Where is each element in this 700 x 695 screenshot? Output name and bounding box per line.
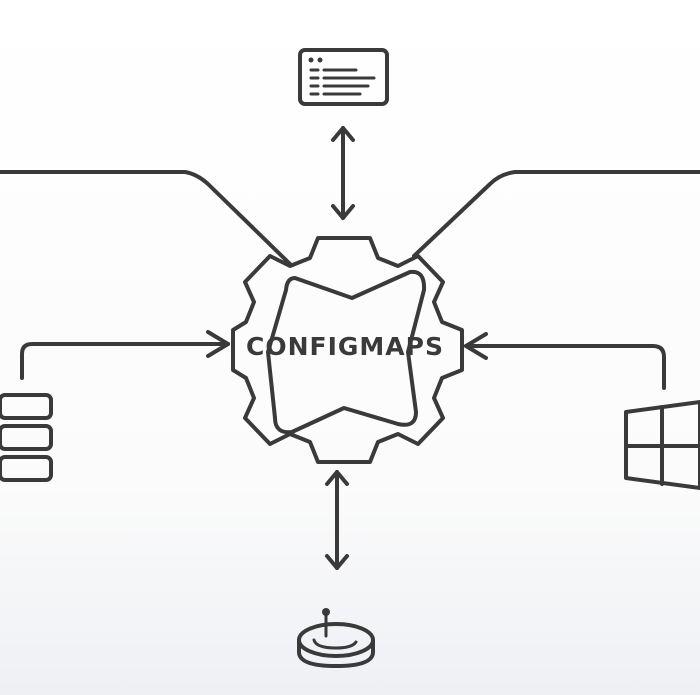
configmaps-label: CONFIGMAPS bbox=[246, 332, 444, 361]
arrow-top-bidirectional bbox=[331, 126, 355, 220]
config-file-icon bbox=[298, 48, 389, 106]
gear-inner-shape bbox=[266, 269, 427, 435]
gear-icon bbox=[231, 236, 464, 464]
storage-disk-icon bbox=[297, 608, 375, 668]
connector-upper-left bbox=[0, 170, 292, 266]
arrow-left-into-center bbox=[20, 330, 230, 380]
connector-upper-right bbox=[412, 170, 700, 258]
windows-grid-icon bbox=[624, 400, 700, 490]
arrow-bottom-bidirectional bbox=[325, 470, 349, 570]
server-stack-icon bbox=[0, 393, 53, 482]
arrow-right-into-center bbox=[464, 332, 666, 390]
